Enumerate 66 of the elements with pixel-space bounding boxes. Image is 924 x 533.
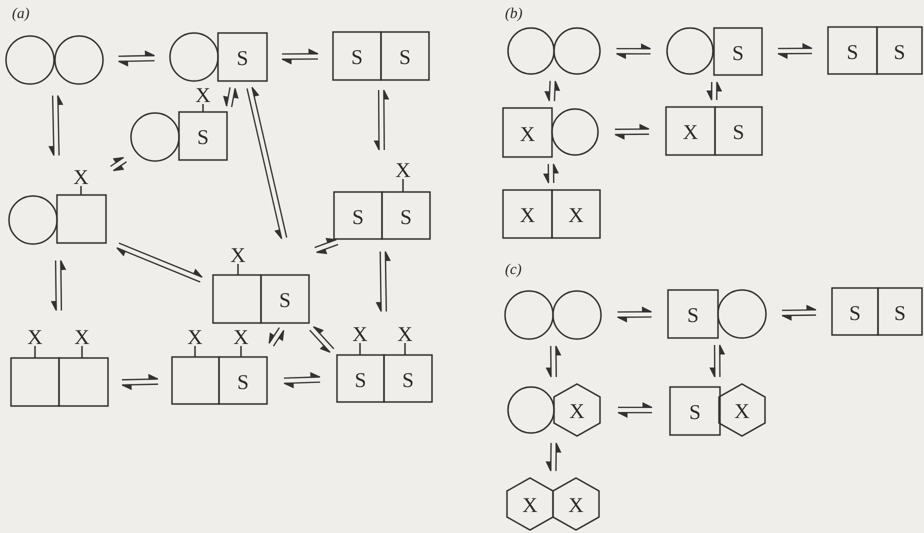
subunit-label: S [279,289,291,311]
equilibrium-arrow [281,48,319,64]
subunit-label: S [732,42,744,64]
equilibrium-arrow [116,242,203,283]
subunit-label: X [682,121,698,143]
subunit-label: S [687,304,699,326]
equilibrium-arrow [48,94,64,156]
subunit-label: S [894,40,906,62]
subunit-label: S [402,368,414,390]
equilibrium-arrow [246,86,288,240]
equilibrium-arrow [706,81,722,101]
equilibrium-arrow [781,304,817,320]
equilibrium-arrow [118,50,156,66]
subunit-label: S [732,121,744,143]
tag-label: X [230,244,246,266]
tag-label: X [73,166,89,188]
tag-label: X [397,323,413,345]
tag-label: X [74,326,90,348]
equilibrium-arrow [544,80,560,102]
equilibrium-arrow [614,124,650,140]
subunit-label: S [846,40,858,62]
subunit-label: S [354,368,366,390]
equilibrium-arrow [710,344,725,378]
subunit-label: X [520,204,536,226]
subunit-label: S [849,302,861,324]
equilibrium-arrow [314,238,338,254]
subunit-label: S [237,370,249,392]
tag-label: X [233,326,249,348]
subunit-label: X [522,494,538,516]
subunit-label: X [520,122,536,144]
tag-label: X [195,84,211,106]
subunit-label: X [568,204,584,226]
subunit-label: S [894,302,906,324]
tag-label: X [395,159,411,181]
subunit-label: X [569,400,585,422]
subunit-label: S [400,206,412,228]
subunit-label: S [689,401,701,423]
equilibrium-arrow [616,306,652,322]
tag-label: X [187,326,203,348]
equilibrium-arrow [616,44,652,59]
equilibrium-arrow [376,250,391,312]
subunit-label: S [197,126,209,148]
panel-label: (c) [505,262,522,278]
equilibrium-arrow [50,260,66,312]
tag-label: X [27,326,43,348]
subunit-label: X [734,400,750,422]
equilibrium-arrow [121,374,159,390]
subunit-label: S [236,47,248,69]
panel-label: (a) [12,6,30,22]
equilibrium-arrow [546,345,562,378]
equilibrium-arrow [546,442,562,472]
subunit-label: S [352,206,364,228]
equilibrium-arrow [543,163,559,184]
tag-label: X [352,323,368,345]
equilibrium-arrow [309,326,334,353]
equilibrium-arrow [110,156,127,172]
subunit-label: S [399,46,411,68]
equilibrium-arrow [283,372,321,388]
subunit-label: S [351,46,363,68]
equilibrium-arrow [777,43,813,59]
panel-label: (b) [505,6,522,22]
equilibrium-arrow [617,402,653,418]
subunit-label: X [568,494,584,516]
equilibrium-arrow [374,89,389,151]
equilibrium-arrow [223,87,238,108]
equilibrium-arrow [268,327,284,347]
